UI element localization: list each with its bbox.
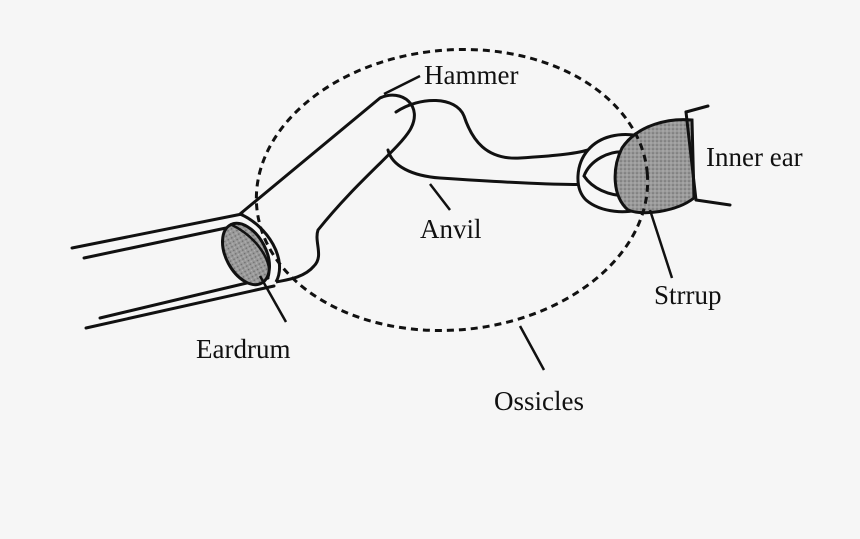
eardrum-shape [213,214,280,293]
eardrum-label: Eardrum [196,334,290,364]
anvil-label: Anvil [420,214,482,244]
inner-ear-label: Inner ear [706,142,803,172]
hammer-label: Hammer [424,60,518,90]
ossicles-label: Ossicles [494,386,584,416]
stirrup-label: Strrup [654,280,722,310]
anvil-bone [388,100,588,184]
